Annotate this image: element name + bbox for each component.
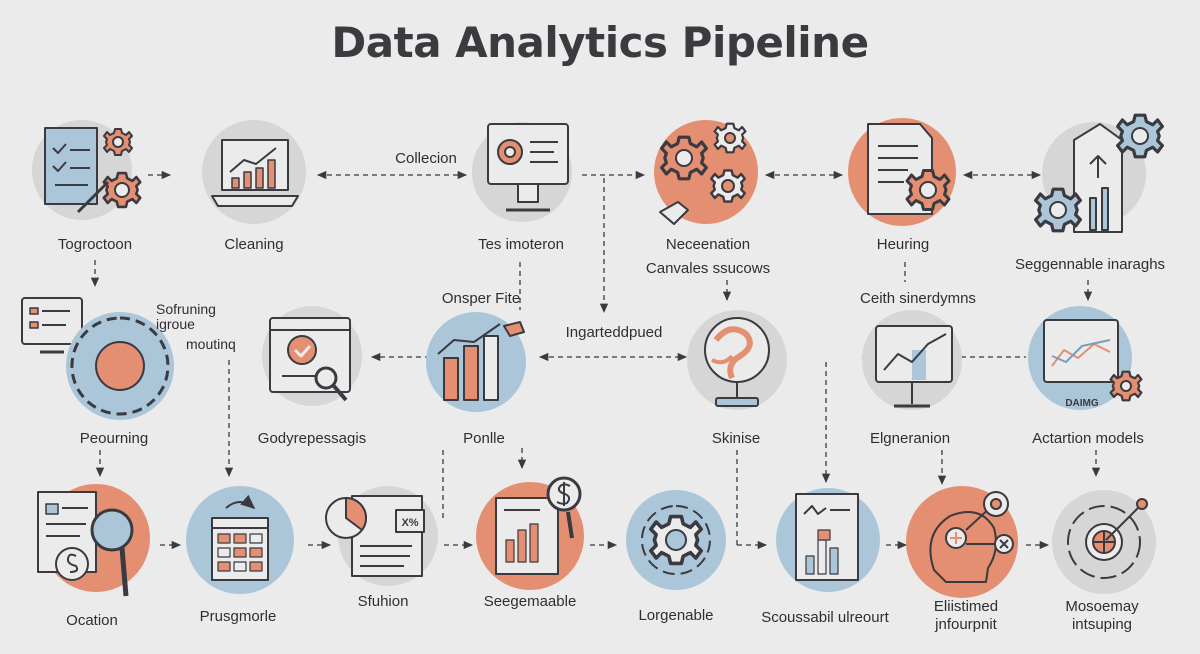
- report-badge: X%: [401, 517, 418, 529]
- connector-annotation: Ceith sinerdymns: [860, 290, 976, 307]
- document-gear-icon: [848, 118, 956, 226]
- connector-annotation: Ingarteddpued: [565, 324, 663, 341]
- node-label: Seggennable inaraghs: [1014, 256, 1166, 273]
- node-label: Godyrepessagis: [257, 430, 367, 447]
- head-network-icon: [906, 486, 1018, 598]
- monitor-dial-icon: [21, 297, 174, 420]
- screen-magnifier-icon: [262, 306, 362, 406]
- pie-report-icon: [325, 486, 438, 586]
- node-label: Scoussabil ulreourt: [761, 609, 889, 626]
- node-label: Togroctoon: [57, 236, 133, 253]
- bar-chart-icon: [426, 312, 526, 412]
- document-search-icon: [37, 484, 150, 597]
- monitor-gear-icon: [1028, 306, 1143, 410]
- connector-annotation: Onsper Fite: [441, 290, 521, 307]
- node-label: Prusgmorle: [199, 608, 277, 625]
- building-gears-icon: [1033, 113, 1165, 233]
- connector-annotation: Sofruning igroue: [156, 301, 216, 332]
- laptop-chart-icon: [202, 120, 306, 224]
- connector-annotation: moutinq: [186, 336, 236, 352]
- node-label: Ocation: [66, 612, 118, 629]
- node-label: Mosoemay intsuping: [1065, 598, 1139, 633]
- node-label: Neceenation: [665, 236, 751, 253]
- monitor-badge: DAIMG: [1065, 398, 1099, 409]
- monitor-target-icon: [472, 122, 572, 222]
- node-label: Heuring: [876, 236, 930, 253]
- globe-stand-icon: [687, 310, 787, 410]
- gear-cycle-icon: [626, 490, 726, 590]
- node-label: Tes imoteron: [478, 236, 564, 253]
- connector-annotation: Canvales ssucows: [645, 260, 771, 277]
- node-label: Sfuhion: [357, 593, 409, 610]
- target-cycle-icon: [1052, 490, 1156, 594]
- node-label: Peourning: [79, 430, 149, 447]
- node-label: Seegemaable: [483, 593, 577, 610]
- node-label: Lorgenable: [638, 607, 714, 624]
- calendar-grid-icon: [186, 486, 294, 594]
- node-label: Cleaning: [224, 236, 284, 253]
- document-chart-icon: [776, 488, 880, 592]
- node-label: Elgneranion: [869, 430, 951, 447]
- node-label: Ponlle: [463, 430, 505, 447]
- connector-annotation: Collecion: [395, 150, 457, 167]
- gears-cluster-icon: [654, 120, 758, 225]
- report-dollar-icon: [476, 476, 584, 590]
- page-title: Data Analytics Pipeline: [331, 18, 869, 67]
- node-label: Skinise: [711, 430, 761, 447]
- monitor-line-chart-icon: [862, 310, 962, 410]
- node-label: Eliistimed jnfourpnit: [933, 598, 999, 633]
- node-label: Actartion models: [1032, 430, 1144, 447]
- checklist-gears-icon: [32, 120, 142, 220]
